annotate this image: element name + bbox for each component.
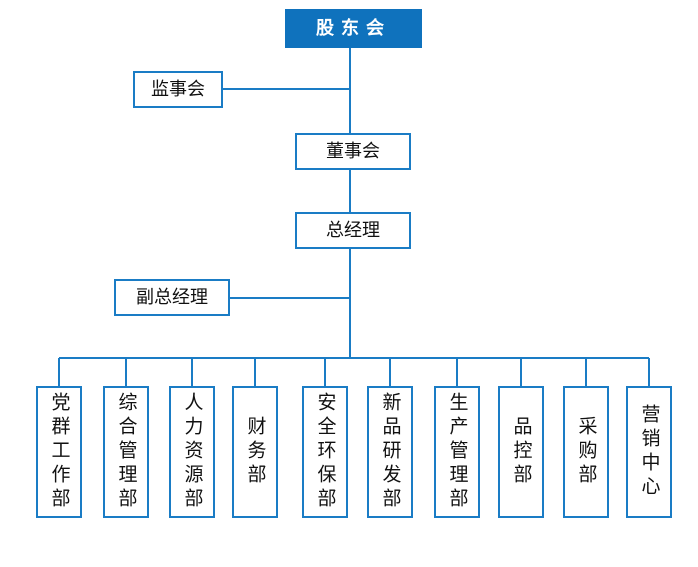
supervisory-board-node: 监事会 [133, 71, 223, 108]
board-of-directors-label: 董事会 [326, 140, 380, 162]
general-manager-node: 总经理 [295, 212, 411, 249]
deputy-general-manager-node: 副总经理 [114, 279, 230, 316]
department-label: 新品研发部 [379, 392, 402, 512]
department-node: 安全环保部 [302, 386, 348, 518]
department-node: 综合管理部 [103, 386, 149, 518]
department-node: 新品研发部 [367, 386, 413, 518]
board-of-directors-node: 董事会 [295, 133, 411, 170]
department-label: 综合管理部 [115, 392, 138, 512]
department-label: 人力资源部 [181, 392, 204, 512]
department-label: 采购部 [575, 416, 598, 488]
shareholders-label: 股东会 [316, 17, 391, 39]
department-node: 生产管理部 [434, 386, 480, 518]
shareholders-node: 股东会 [285, 9, 422, 48]
supervisory-board-label: 监事会 [151, 78, 205, 100]
department-label: 品控部 [510, 416, 533, 488]
deputy-general-manager-label: 副总经理 [136, 286, 208, 308]
department-label: 党群工作部 [48, 392, 71, 512]
department-node: 人力资源部 [169, 386, 215, 518]
department-label: 生产管理部 [446, 392, 469, 512]
department-node: 党群工作部 [36, 386, 82, 518]
department-label: 营销中心 [638, 404, 661, 500]
department-node: 采购部 [563, 386, 609, 518]
department-label: 安全环保部 [314, 392, 337, 512]
department-node: 营销中心 [626, 386, 672, 518]
department-node: 品控部 [498, 386, 544, 518]
general-manager-label: 总经理 [326, 219, 380, 241]
department-label: 财务部 [244, 416, 267, 488]
department-node: 财务部 [232, 386, 278, 518]
